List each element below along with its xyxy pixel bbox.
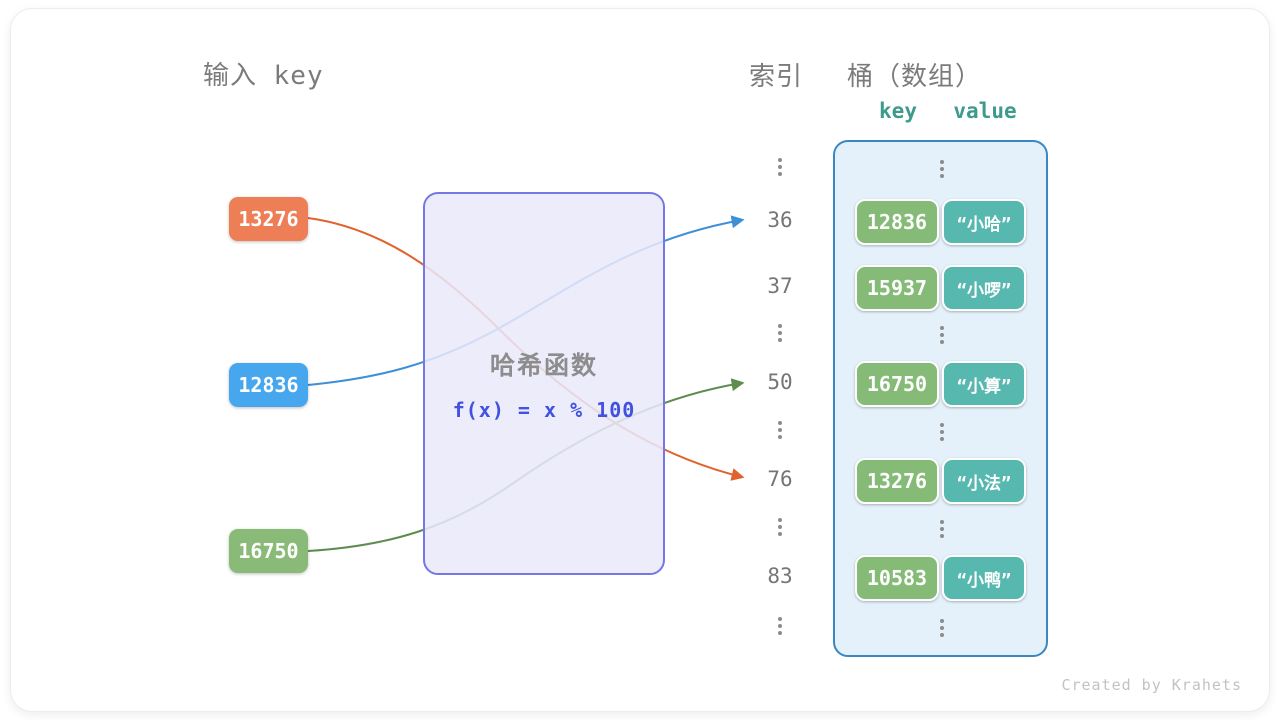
bucket-ellipsis: [940, 619, 944, 637]
index-label-36: 36: [767, 208, 793, 232]
bucket-container: 12836“小哈”15937“小啰”16750“小算”13276“小法”1058…: [833, 140, 1048, 657]
index-label-76: 76: [767, 467, 793, 491]
bucket-entry-15937: 15937“小啰”: [835, 265, 1046, 311]
bucket-key: 16750: [855, 361, 939, 407]
index-ellipsis: [778, 421, 782, 439]
bucket-value: “小啰”: [942, 265, 1026, 311]
value-column-label: value: [953, 99, 1017, 123]
bucket-value: “小算”: [942, 361, 1026, 407]
bucket-ellipsis: [940, 326, 944, 344]
input-key-title: 输入 key: [203, 61, 324, 91]
hash-function-name: 哈希函数: [489, 350, 598, 380]
bucket-value: “小法”: [942, 458, 1026, 504]
hash-function-formula: f(x) = x % 100: [452, 397, 636, 422]
input-key-16750: 16750: [229, 529, 308, 573]
index-ellipsis: [778, 518, 782, 536]
bucket-entry-16750: 16750“小算”: [835, 361, 1046, 407]
bucket-value: “小哈”: [942, 199, 1026, 245]
input-key-12836: 12836: [229, 363, 308, 407]
bucket-entry-12836: 12836“小哈”: [835, 199, 1046, 245]
index-ellipsis: [778, 324, 782, 342]
hash-function-box: 哈希函数 f(x) = x % 100: [423, 192, 665, 575]
watermark-credit: Created by Krahets: [1061, 676, 1242, 694]
bucket-entry-10583: 10583“小鸭”: [835, 555, 1046, 601]
bucket-key: 12836: [855, 199, 939, 245]
bucket-ellipsis: [940, 160, 944, 178]
bucket-key: 15937: [855, 265, 939, 311]
index-ellipsis: [778, 158, 782, 176]
key-column-label: key: [879, 99, 917, 123]
bucket-ellipsis: [940, 423, 944, 441]
index-label-83: 83: [767, 564, 793, 588]
bucket-entry-13276: 13276“小法”: [835, 458, 1046, 504]
bucket-key: 13276: [855, 458, 939, 504]
bucket-ellipsis: [940, 520, 944, 538]
bucket-key: 10583: [855, 555, 939, 601]
input-key-13276: 13276: [229, 197, 308, 241]
index-title: 索引: [749, 62, 804, 92]
bucket-title: 桶（数组）: [847, 62, 983, 92]
index-ellipsis: [778, 617, 782, 635]
bucket-value: “小鸭”: [942, 555, 1026, 601]
index-label-50: 50: [767, 370, 793, 394]
index-label-37: 37: [767, 274, 793, 298]
